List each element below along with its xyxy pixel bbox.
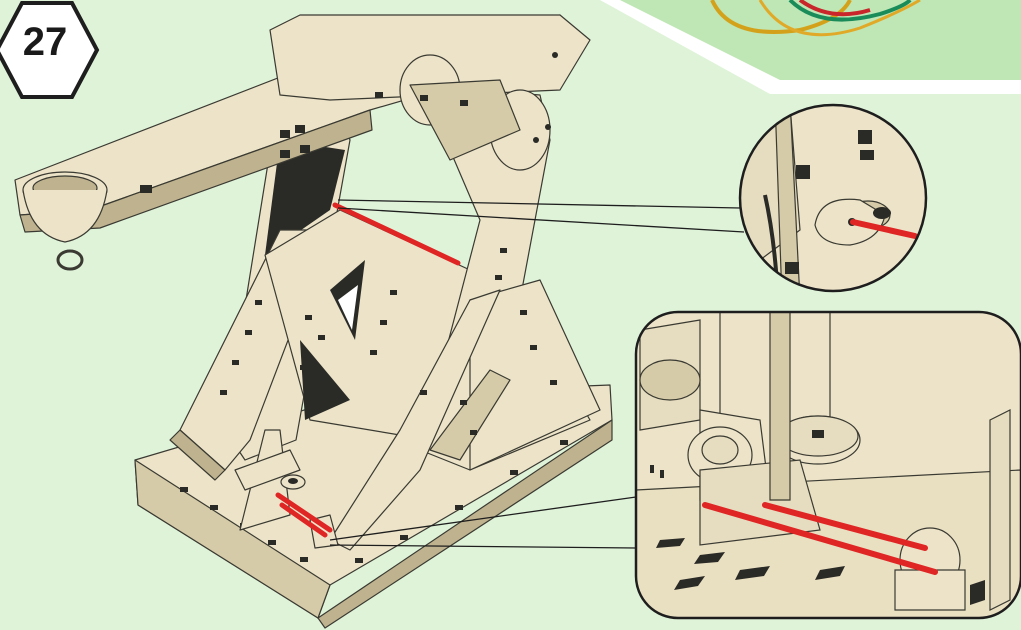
rubber-band-bundle-icon (600, 0, 1021, 94)
catapult-model (15, 15, 612, 628)
detail-lower-anchor (636, 312, 1021, 618)
step-number: 27 (0, 20, 90, 65)
detail-upper-anchor (740, 100, 940, 300)
